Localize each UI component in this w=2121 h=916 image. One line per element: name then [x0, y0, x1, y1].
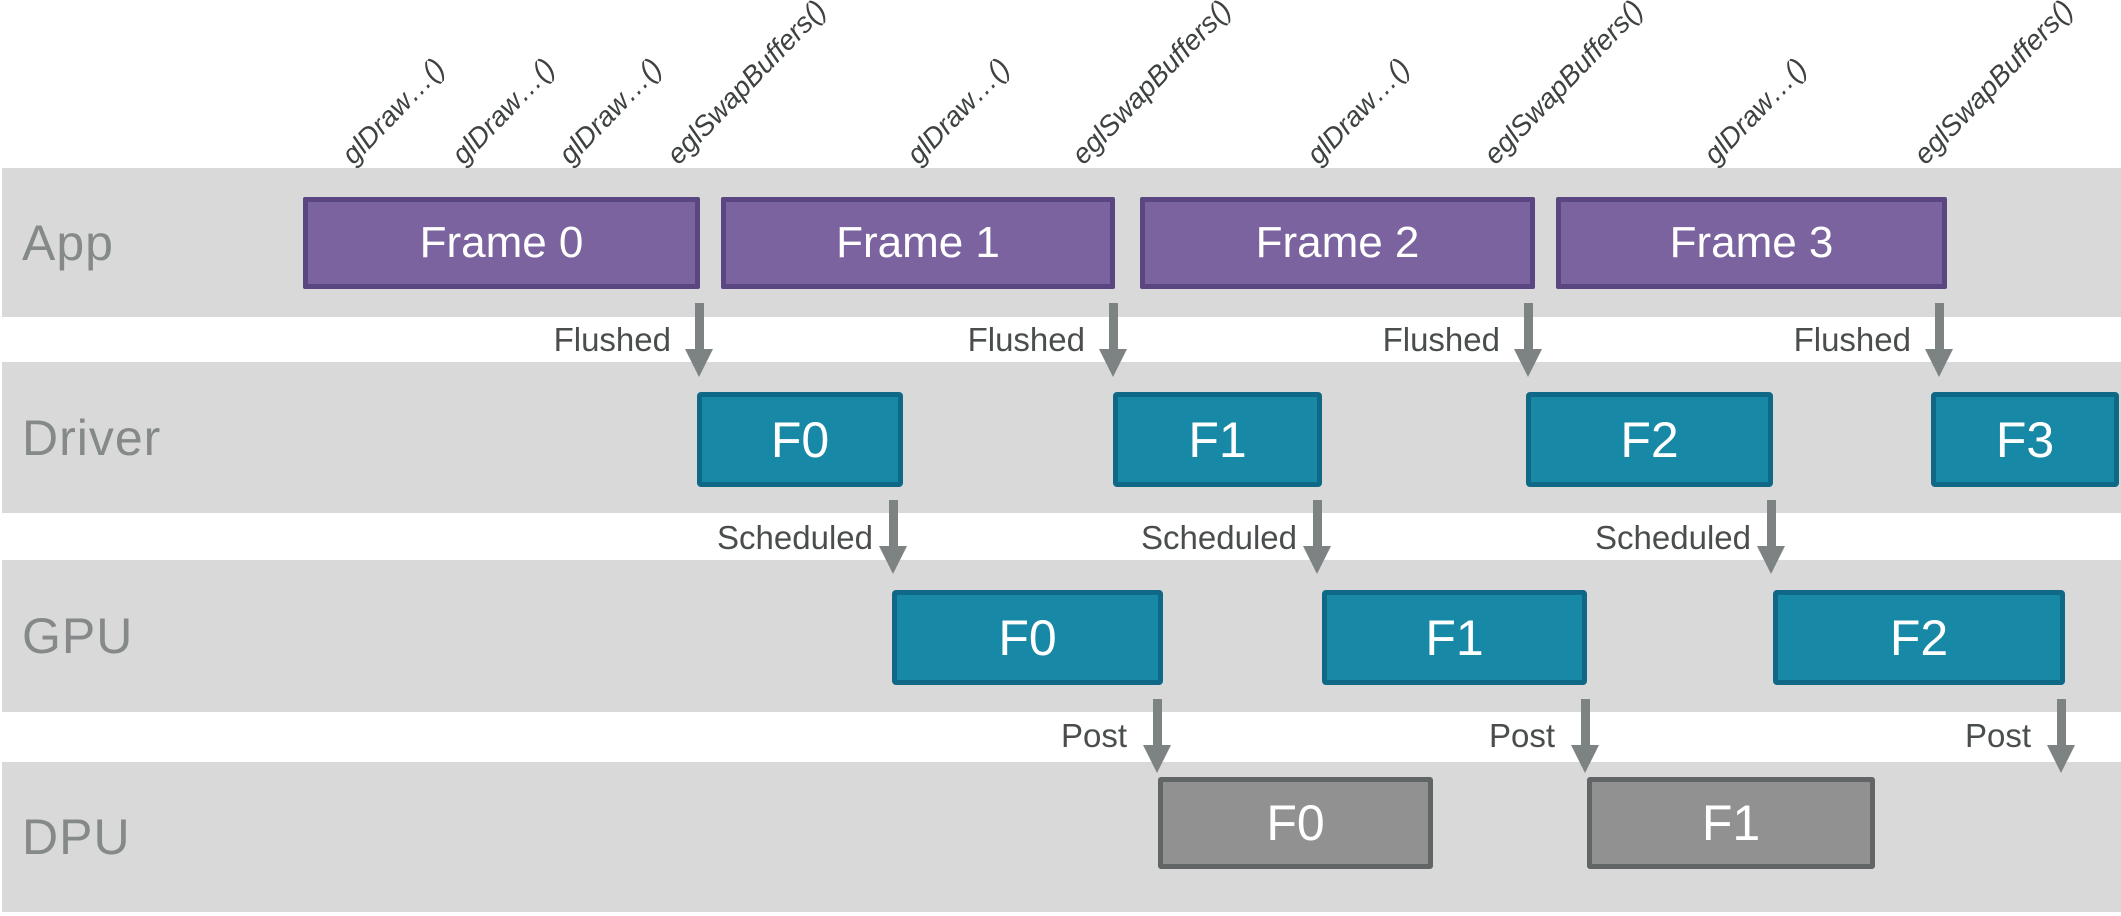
lane-label-app: App [22, 214, 114, 271]
lane-gpu: GPU [2, 560, 2121, 712]
flushed-arrow-icon-0 [685, 303, 713, 377]
flushed-label-3: Flushed [1793, 321, 1911, 358]
dpu-box-f0: F0 [1158, 777, 1433, 869]
app-frame-3: Frame 3 [1556, 197, 1947, 289]
flushed-arrow-icon-2 [1514, 303, 1542, 377]
app-frame-0: Frame 0 [303, 197, 700, 289]
post-arrow-icon-1 [1571, 699, 1599, 773]
driver-box-f2: F2 [1526, 392, 1773, 487]
dpu-box-f1: F1 [1587, 777, 1875, 869]
lane-driver: Driver [2, 362, 2121, 513]
api-call-gldraw-5: glDraw…() [1697, 52, 1813, 170]
scheduled-arrow-icon-0 [879, 500, 907, 574]
flushed-label-0: Flushed [553, 321, 671, 358]
gpu-box-f0: F0 [892, 590, 1163, 685]
driver-box-f3: F3 [1931, 392, 2119, 487]
api-call-eglswapbuffers-1: eglSwapBuffers() [1065, 0, 1238, 170]
api-call-gldraw-0: glDraw…() [335, 52, 451, 170]
gpu-box-f1: F1 [1322, 590, 1587, 685]
scheduled-label-0: Scheduled [717, 519, 873, 556]
app-frame-1: Frame 1 [721, 197, 1115, 289]
post-label-2: Post [1964, 717, 2031, 754]
flushed-arrow-icon-1 [1099, 303, 1127, 377]
api-call-eglswapbuffers-0: eglSwapBuffers() [660, 0, 833, 170]
driver-box-f0: F0 [697, 392, 903, 487]
api-call-gldraw-1: glDraw…() [445, 52, 561, 170]
driver-box-f1: F1 [1113, 392, 1322, 487]
scheduled-arrow-icon-2 [1757, 500, 1785, 574]
post-label-1: Post [1488, 717, 1555, 754]
gpu-box-f2: F2 [1773, 590, 2065, 685]
flushed-label-1: Flushed [967, 321, 1085, 358]
post-arrow-icon-2 [2047, 699, 2075, 773]
api-call-gldraw-3: glDraw…() [900, 52, 1016, 170]
app-frame-2: Frame 2 [1140, 197, 1535, 289]
flushed-arrow-icon-3 [1925, 303, 1953, 377]
lane-label-dpu: DPU [22, 809, 131, 865]
flushed-label-2: Flushed [1382, 321, 1500, 358]
api-call-eglswapbuffers-2: eglSwapBuffers() [1477, 0, 1650, 170]
api-call-gldraw-2: glDraw…() [552, 52, 668, 170]
api-call-gldraw-4: glDraw…() [1300, 52, 1416, 170]
scheduled-label-2: Scheduled [1595, 519, 1751, 556]
post-label-0: Post [1060, 717, 1127, 754]
api-call-eglswapbuffers-3: eglSwapBuffers() [1907, 0, 2080, 170]
lane-label-gpu: GPU [22, 608, 134, 664]
post-arrow-icon-0 [1143, 699, 1171, 773]
scheduled-label-1: Scheduled [1141, 519, 1297, 556]
scheduled-arrow-icon-1 [1303, 500, 1331, 574]
lane-label-driver: Driver [22, 409, 162, 466]
